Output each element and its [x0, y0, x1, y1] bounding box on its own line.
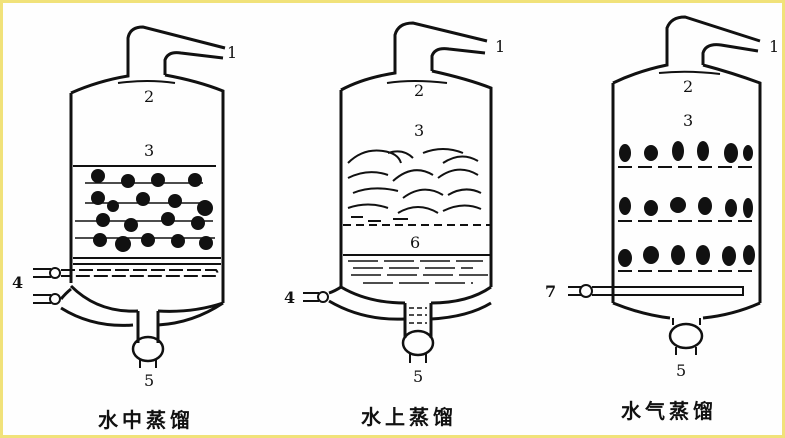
label-1-outlet: 1	[769, 37, 780, 56]
vessel-steam-distillation	[568, 15, 762, 355]
label-3-material: 3	[683, 111, 694, 130]
herb-material-icon	[618, 141, 755, 267]
vessel-water-distillation	[33, 25, 226, 368]
label-1-outlet: 1	[227, 43, 238, 62]
herb-material-icon	[347, 148, 482, 222]
herb-material-icon	[91, 169, 213, 252]
label-5-drain: 5	[144, 371, 155, 390]
label-7-steam-inlet: 7	[545, 282, 557, 301]
label-4-inlet: 4	[284, 288, 296, 307]
label-1-outlet: 1	[495, 37, 506, 56]
label-2-top: 2	[414, 81, 425, 100]
label-3-material: 3	[144, 141, 155, 160]
caption-water-distillation: 水中蒸馏	[98, 408, 194, 432]
vessel-water-steam-distillation	[303, 21, 493, 363]
vessel-drawings	[33, 15, 762, 368]
caption-water-steam-distillation: 水上蒸馏	[361, 405, 457, 429]
label-5-drain: 5	[676, 361, 687, 380]
label-2-top: 2	[683, 77, 694, 96]
label-6-grid: 6	[410, 233, 421, 252]
label-4-inlet: 4	[12, 273, 24, 292]
label-2-top: 2	[144, 87, 155, 106]
caption-steam-distillation: 水气蒸馏	[621, 399, 717, 423]
label-3-material: 3	[414, 121, 425, 140]
label-5-drain: 5	[413, 367, 424, 386]
